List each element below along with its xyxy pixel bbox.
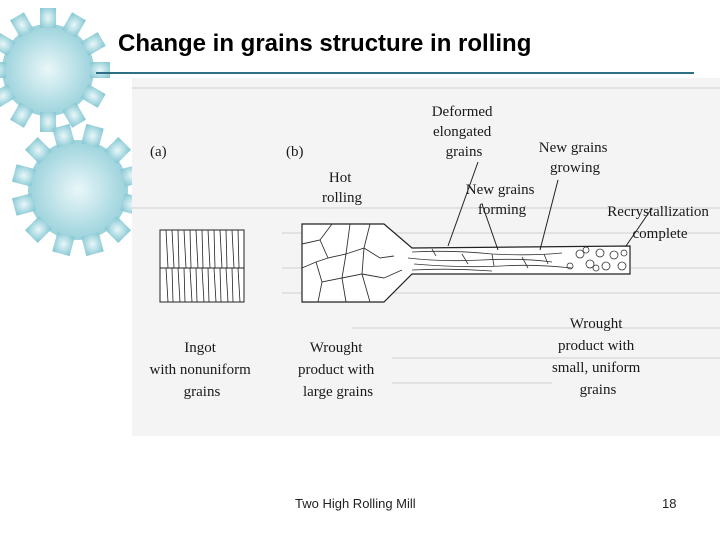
wrought-large-label: Wrought product with large grains: [298, 340, 378, 400]
grain-structure-figure: (a) (b): [132, 78, 720, 436]
large-grains: [301, 223, 403, 303]
title-divider: [96, 72, 694, 74]
decorative-gears: [0, 8, 140, 257]
slide-title: Change in grains structure in rolling: [118, 30, 532, 57]
gear-icon: [0, 8, 110, 132]
page-number: 18: [662, 496, 677, 511]
wrought-small-label: Wrought product with small, uniform grai…: [552, 316, 644, 398]
leader-lines: [447, 161, 653, 251]
new-grains-forming-label: New grains forming: [466, 182, 538, 218]
ingot-label: Ingot with nonuniform grains: [150, 340, 255, 400]
hot-rolling-label: Hot rolling: [322, 170, 362, 206]
recrystallization-label: Recrystallization complete: [607, 204, 712, 242]
ingot-drawing: [159, 229, 245, 303]
elongated-grains: [407, 248, 573, 272]
small-grains: [566, 246, 628, 272]
gear-icon: [11, 123, 140, 257]
deformed-grains-label: Deformed elongated grains: [432, 104, 497, 160]
panel-b-label: (b): [286, 144, 304, 160]
footer-text: Two High Rolling Mill: [295, 496, 416, 511]
panel-a-label: (a): [150, 144, 167, 160]
rolled-bar-drawing: [301, 223, 631, 303]
new-grains-growing-label: New grains growing: [539, 140, 611, 176]
figure-drawing: (a) (b): [132, 87, 720, 400]
